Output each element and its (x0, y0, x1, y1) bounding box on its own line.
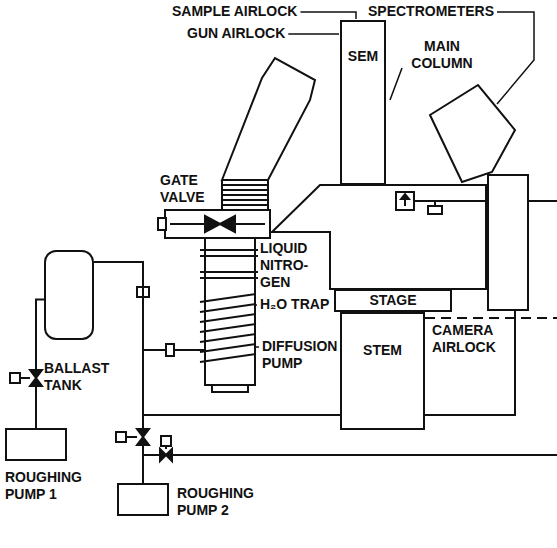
leader-line (256, 346, 259, 348)
valve-symbol (160, 449, 172, 461)
nitrogen-trap-rings (200, 250, 258, 278)
node-label: BALLAST TANK (44, 360, 116, 394)
vacuum-line (36, 300, 44, 429)
valve-stem (20, 377, 30, 379)
leader-line (288, 33, 339, 35)
leader-line (300, 12, 356, 19)
roughing-pump-body (5, 428, 67, 461)
valve-stem (126, 436, 137, 438)
gate-valve-handle (158, 218, 166, 230)
valve-actuator (116, 432, 126, 442)
diffusion-pump-base (212, 385, 248, 392)
part-label: GATE VALVE (160, 172, 218, 206)
part-label: LIQUID NITRO- GEN (260, 240, 320, 291)
label-holder: H₂O TRAP (260, 296, 329, 313)
detector-box (396, 192, 414, 210)
foreline-flange (166, 344, 174, 356)
dashed-line (425, 317, 557, 319)
label-holder: SAMPLE AIRLOCK (172, 3, 297, 20)
stage-band: STAGE (334, 289, 452, 312)
node-label: STAGE (369, 291, 416, 310)
label-holder: CAMERA AIRLOCK (432, 322, 514, 356)
detector-part (428, 206, 442, 214)
side-housing (488, 175, 528, 310)
stem-column: STEM (340, 312, 425, 430)
vacuum-line (143, 310, 515, 415)
leader-line (256, 304, 257, 306)
part-label: GUN AIRLOCK (187, 25, 285, 42)
bellows (222, 180, 268, 210)
ballast-tank-body (44, 250, 94, 340)
part-label: DIFFUSION PUMP (262, 338, 354, 372)
part-label: MAIN COLUMN (404, 38, 480, 72)
gate-valve-flange (165, 210, 270, 238)
label-holder: GATE VALVE (160, 172, 218, 206)
column-duct (222, 58, 315, 180)
vacuum-line (143, 454, 557, 456)
node-label: SEM (348, 48, 378, 65)
label-holder: MAIN COLUMN (404, 38, 480, 72)
water-trap-coil (200, 294, 256, 362)
leader-line (497, 12, 534, 104)
detector-arrowhead (401, 194, 409, 199)
valve-actuator (10, 373, 20, 383)
leader-line (390, 68, 402, 100)
sem-column: SEM (340, 20, 386, 185)
part-label: SAMPLE AIRLOCK (172, 3, 297, 20)
part-label: H₂O TRAP (260, 296, 329, 313)
label-holder: GUN AIRLOCK (187, 25, 285, 42)
label-holder: SPECTROMETERS (368, 3, 494, 20)
roughing-pump: ROUGHING PUMP 1 (5, 428, 95, 503)
valve-actuator (161, 436, 171, 446)
gate-valve-symbol (205, 216, 235, 232)
label-holder: LIQUID NITRO- GEN (260, 240, 320, 291)
part-label: CAMERA AIRLOCK (432, 322, 514, 356)
node-label: ROUGHING PUMP 1 (5, 469, 95, 503)
node-label: STEM (363, 342, 402, 359)
diffusion-pump-body (205, 238, 255, 385)
ballast-tank: BALLAST TANK (44, 250, 116, 394)
spectrometer-housing (430, 85, 515, 182)
part-label: SPECTROMETERS (368, 3, 494, 20)
node-label: ROUGHING PUMP 2 (177, 485, 267, 519)
label-holder: DIFFUSION PUMP (262, 338, 354, 372)
roughing-pump: ROUGHING PUMP 2 (117, 483, 267, 519)
roughing-pump-body (117, 483, 169, 516)
